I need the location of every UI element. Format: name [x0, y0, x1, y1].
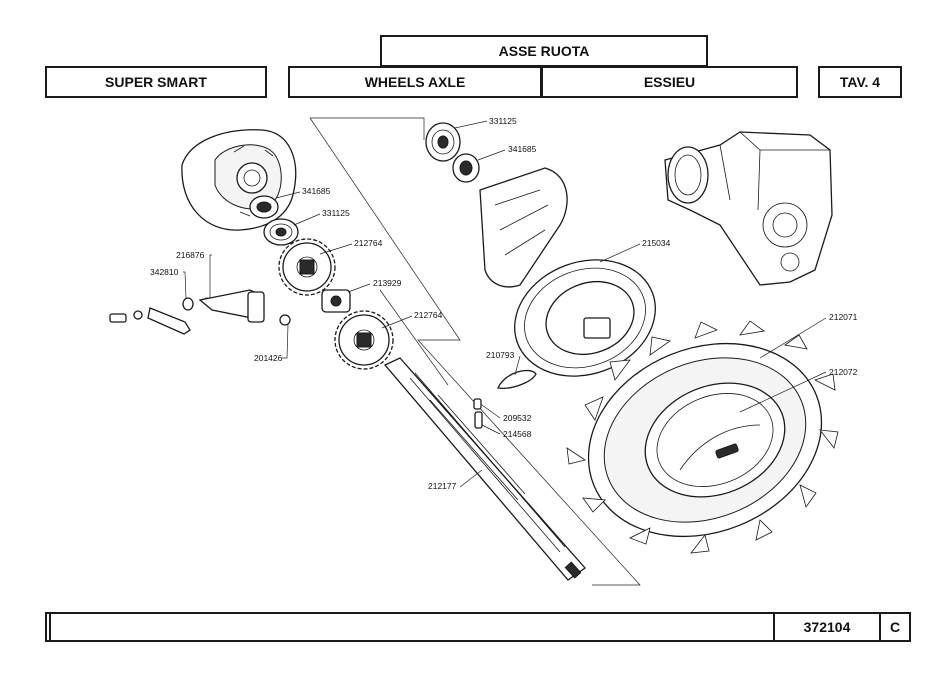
axle-shaft-212177: [383, 357, 586, 581]
part-number: 212072: [829, 367, 858, 377]
part-number: 341685: [302, 186, 331, 196]
part-number: 212764: [354, 238, 383, 248]
rim-212072: [644, 382, 786, 498]
part-number: 342810: [150, 267, 179, 277]
part-number: 209532: [503, 413, 532, 423]
title-english: WHEELS AXLE: [364, 74, 466, 90]
table-number-box: TAV. 4: [818, 66, 902, 98]
left-housing: [181, 129, 297, 231]
footer-margin-mark: [45, 612, 51, 642]
title-french: ESSIEU: [643, 74, 696, 90]
part-number: 212071: [829, 312, 858, 322]
wheel-hub-cover: [479, 167, 568, 288]
part-number: 212177: [428, 481, 457, 491]
bearing-331125-top: [425, 122, 461, 162]
differential-213929: [321, 289, 351, 313]
revision-letter: C: [889, 619, 901, 635]
seal-341685-top: [452, 153, 480, 183]
title-en-box: WHEELS AXLE: [288, 66, 542, 98]
revision-box: C: [879, 612, 911, 642]
part-number: 210793: [486, 350, 515, 360]
part-number: 331125: [489, 116, 517, 126]
axis-frame-line: [309, 117, 641, 586]
part-number: 341685: [508, 144, 537, 154]
axis-frame-line: [310, 117, 425, 140]
part-number: 212764: [414, 310, 443, 320]
model-box: SUPER SMART: [45, 66, 267, 98]
key-and-pin: [473, 398, 483, 429]
gearbox-overview-sketch: [664, 131, 833, 286]
title-fr-box: ESSIEU: [541, 66, 798, 98]
seal-341685-left: [249, 195, 279, 219]
footer-frame: [45, 612, 911, 642]
part-number: 331125: [322, 208, 350, 218]
leader-lines: [183, 120, 827, 488]
wheel-hub-215034: [514, 259, 656, 377]
page-title-box: ASSE RUOTA: [380, 35, 708, 67]
drawing-code-box: 372104: [773, 612, 881, 642]
part-number: 213929: [373, 278, 402, 288]
part-number: 214568: [503, 429, 532, 439]
drawing-code: 372104: [803, 619, 851, 635]
part-number: 201426: [254, 353, 283, 363]
model-name: SUPER SMART: [105, 74, 207, 90]
gear-212764-lower: [334, 310, 394, 370]
axis-frame-line: [379, 289, 449, 386]
shift-fork-assembly: [109, 289, 291, 335]
bearing-331125-left: [263, 218, 299, 246]
clip-210793: [497, 369, 537, 389]
part-number: 216876: [176, 250, 205, 260]
gear-212764-upper: [278, 238, 336, 296]
part-number: 215034: [642, 238, 671, 248]
table-number: TAV. 4: [839, 74, 881, 90]
page-title: ASSE RUOTA: [498, 43, 590, 59]
